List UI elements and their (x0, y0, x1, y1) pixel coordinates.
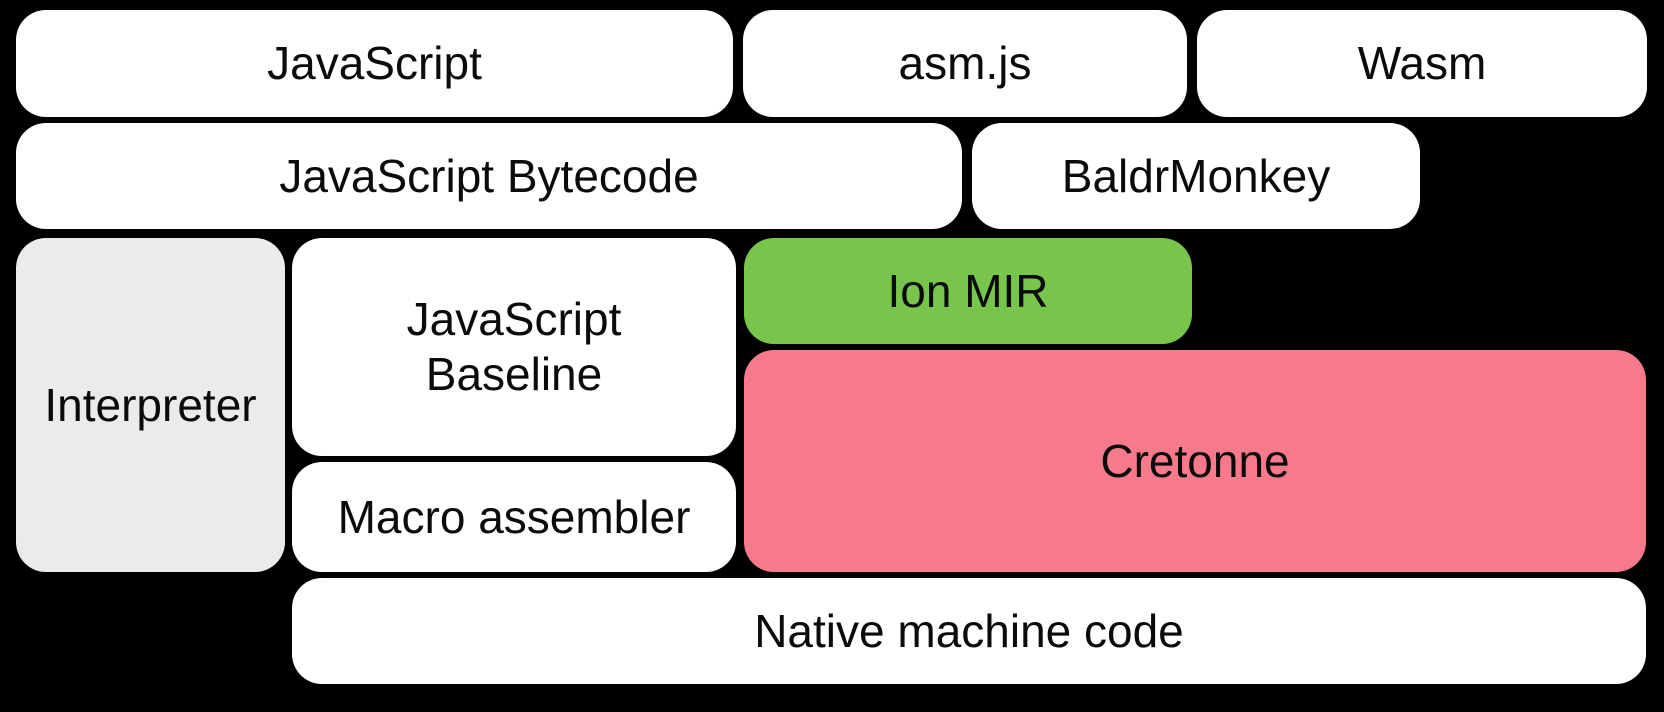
node-interpreter-label: Interpreter (44, 378, 257, 431)
node-ion-mir: Ion MIR (744, 238, 1192, 344)
node-baldrmonkey: BaldrMonkey (972, 123, 1420, 229)
node-cretonne-label: Cretonne (1100, 434, 1290, 487)
node-wasm-label: Wasm (1357, 37, 1487, 89)
node-javascript: JavaScript (16, 10, 733, 117)
node-asmjs-label: asm.js (898, 37, 1032, 89)
node-javascript-bytecode-label: JavaScript Bytecode (279, 149, 699, 202)
node-ion-mir-label: Ion MIR (887, 264, 1049, 317)
node-javascript-baseline-label: JavaScript Baseline (406, 293, 622, 400)
node-wasm: Wasm (1197, 10, 1647, 117)
node-macro-assembler-label: Macro assembler (337, 490, 691, 543)
node-baldrmonkey-label: BaldrMonkey (1061, 149, 1331, 202)
node-javascript-baseline: JavaScript Baseline (292, 238, 736, 456)
node-native-machine-code-label: Native machine code (754, 604, 1184, 657)
node-javascript-bytecode: JavaScript Bytecode (16, 123, 962, 229)
node-macro-assembler: Macro assembler (292, 462, 736, 572)
node-javascript-label: JavaScript (267, 37, 482, 89)
node-native-machine-code: Native machine code (292, 578, 1646, 684)
node-asmjs: asm.js (743, 10, 1187, 117)
node-cretonne: Cretonne (744, 350, 1646, 572)
node-interpreter: Interpreter (16, 238, 285, 572)
